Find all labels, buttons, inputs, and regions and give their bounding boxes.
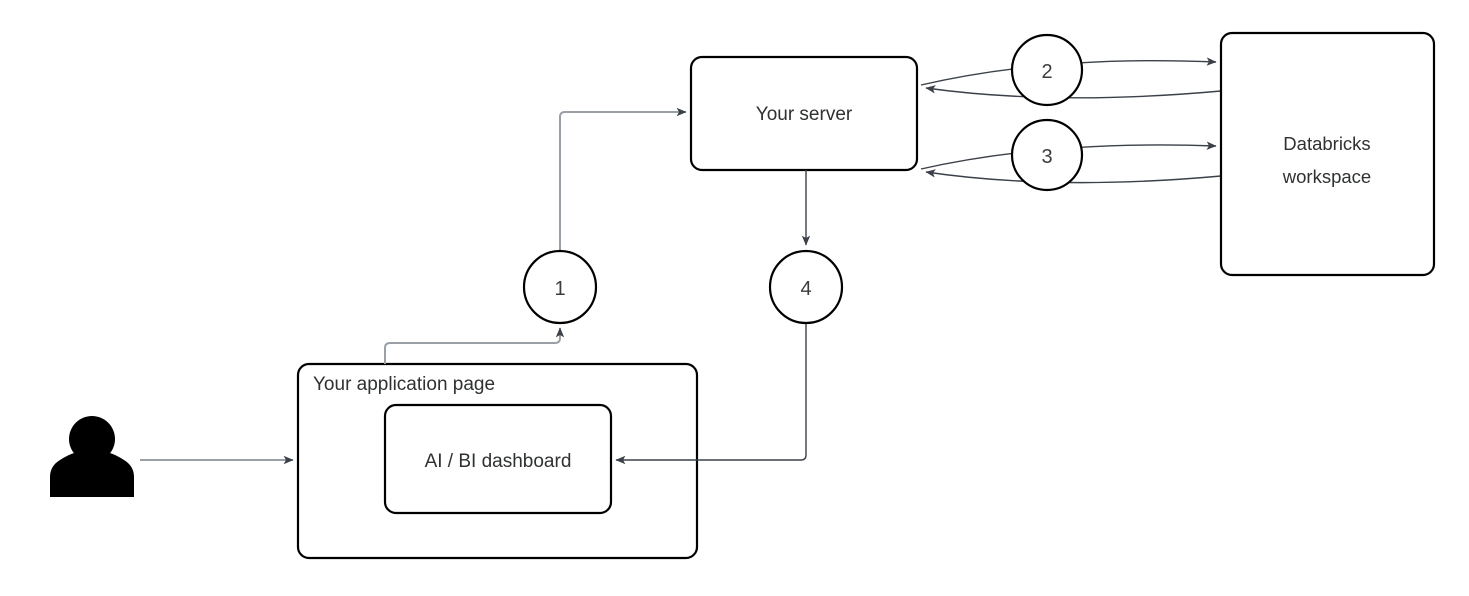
step-4-circle xyxy=(768,249,844,325)
your-server-label: Your server xyxy=(756,104,853,125)
databricks-workspace-label-line2: workspace xyxy=(1282,166,1371,187)
user-actor xyxy=(50,416,134,497)
step-3-circle xyxy=(1010,118,1084,192)
actor-head-icon xyxy=(69,416,115,462)
step-1-label: 1 xyxy=(554,278,565,300)
step-marker-1: 1 xyxy=(522,249,598,325)
edge-step4-to-dashboard xyxy=(615,324,807,465)
databricks-workspace-box xyxy=(1219,31,1436,277)
step-marker-3: 3 xyxy=(1010,118,1084,192)
step-marker-2: 2 xyxy=(1010,33,1084,107)
step-marker-4: 4 xyxy=(768,249,844,325)
ai-bi-dashboard-box xyxy=(383,403,613,515)
step-1-circle xyxy=(522,249,598,325)
step-3-label: 3 xyxy=(1041,146,1052,168)
step-2-circle xyxy=(1010,33,1084,107)
your-application-page-label: Your application page xyxy=(313,374,495,395)
your-server-box xyxy=(689,55,919,172)
step-2-label: 2 xyxy=(1041,61,1052,83)
ai-bi-dashboard-label: AI / BI dashboard xyxy=(425,451,572,472)
edge-app-to-step1 xyxy=(384,327,565,364)
step-4-label: 4 xyxy=(800,278,811,300)
databricks-workspace-label-line1: Databricks xyxy=(1283,133,1370,154)
edge-step1-to-server xyxy=(559,107,687,251)
actor-body-icon xyxy=(50,450,134,497)
